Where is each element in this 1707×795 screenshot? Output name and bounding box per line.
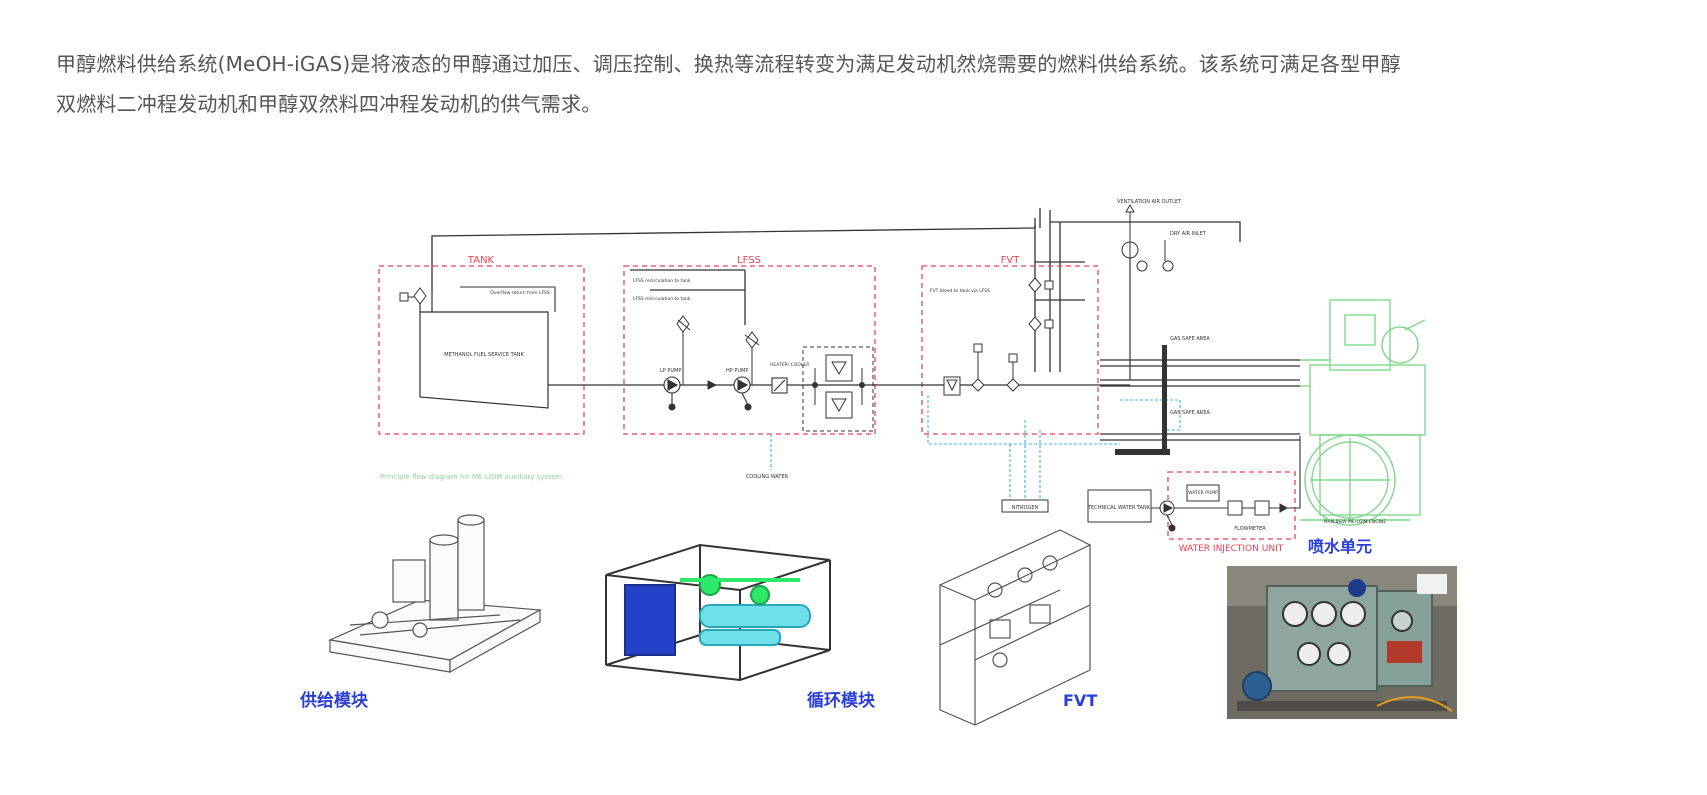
water-injection-line xyxy=(1151,436,1301,509)
hp-pump-icon xyxy=(733,376,752,411)
tank-label: METHANOL FUEL SERVICE TANK xyxy=(444,352,524,358)
zone-tank-label: TANK xyxy=(467,255,495,266)
fvt-filter-icon xyxy=(943,376,961,396)
ventilation-label: VENTILATION AIR OUTLET xyxy=(1117,199,1182,205)
double-wall-pipes xyxy=(1100,258,1300,441)
supply-module-label: 供给模块 xyxy=(299,690,369,711)
filter-group-box xyxy=(802,346,874,432)
gas-safe-label-1: GAS SAFE AREA xyxy=(1170,336,1210,342)
circulation-module-label: 循环模块 xyxy=(807,690,876,711)
zone-fvt-label: FVT xyxy=(1001,255,1021,266)
check-valve-icon xyxy=(707,380,718,390)
water-pump-icon xyxy=(1159,500,1176,532)
flowmeter-label: FLOWMETER xyxy=(1234,526,1266,532)
engine-label: MAN B&W ME-LGIM ENGINE xyxy=(1324,519,1387,525)
circulation-module-drawing xyxy=(605,543,831,682)
technical-water-tank-box xyxy=(1087,489,1152,523)
intro-line-2: 双燃料二冲程发动机和甲醇双然料四冲程发动机的供气需求。 xyxy=(56,92,602,116)
engine-drawing xyxy=(1300,299,1426,526)
cooling-water-label: COOLING WATER xyxy=(746,474,789,480)
dry-air-label: DRY AIR INLET xyxy=(1170,231,1207,237)
zone-water-injection-label: WATER INJECTION UNIT xyxy=(1179,544,1284,554)
hp-relief-valve-icon xyxy=(744,331,760,385)
lp-pump-icon xyxy=(663,376,681,411)
water-pump-box xyxy=(1186,484,1220,502)
water-injection-cn-label: 喷水单元 xyxy=(1308,537,1372,556)
filter-icon-2 xyxy=(825,391,853,419)
filter-icon-1 xyxy=(825,354,853,382)
intro-line-1: 甲醇燃料供给系统(MeOH-iGAS)是将液态的甲醇通过加压、调压控制、换热等流… xyxy=(56,52,1401,76)
intro-text: 甲醇燃料供给系统(MeOH-iGAS)是将液态的甲醇通过加压、调压控制、换热等流… xyxy=(56,44,1666,124)
lfss-recirc-label-2: LFSS recirculation to tank xyxy=(633,296,691,302)
heater-cooler-icon xyxy=(771,377,788,394)
gas-safe-label-2: GAS SAFE AREA xyxy=(1170,410,1210,416)
nitrogen-box xyxy=(1001,499,1049,513)
hp-pump-label: HP PUMP xyxy=(726,368,748,374)
fvt-module-label: FVT xyxy=(1063,691,1097,710)
fvt-bleed-label: FVT bleed to tank via LFSS xyxy=(930,288,990,294)
lp-pump-label: LP PUMP xyxy=(660,368,681,374)
bulkhead-wall xyxy=(1162,345,1167,455)
lfss-recirc-label: LFSS recirculation to tank xyxy=(633,278,691,284)
nitrogen-lines xyxy=(927,395,1181,500)
filter-valve-icons xyxy=(812,382,865,388)
bulkhead-floor xyxy=(1115,449,1170,455)
tank-valve-icon xyxy=(399,287,427,305)
return-lines xyxy=(431,208,1241,372)
diagram-caption: Principle flow diagram for ME-LGIM auxil… xyxy=(380,473,564,481)
water-injection-unit-photo xyxy=(1227,566,1457,719)
relief-valve-icon xyxy=(676,315,691,385)
technical-water-tank-label: TECHNICAL WATER TANK xyxy=(1087,505,1151,511)
overflow-label: Overflow return from LFSS xyxy=(490,290,549,296)
water-pump-label: WATER PUMP xyxy=(1188,490,1218,496)
fvt-module-drawing xyxy=(938,529,1092,726)
flowmeter-icons xyxy=(1227,500,1289,516)
heater-cooler-label: HEATER/ COOLER xyxy=(770,362,809,368)
supply-module-drawing xyxy=(327,514,543,674)
fvt-valves-icon xyxy=(971,277,1054,392)
fan-icon xyxy=(1121,203,1174,272)
methanol-tank-shape xyxy=(419,311,549,409)
zone-lfss-label: LFSS xyxy=(737,255,761,266)
nitrogen-label: NITROGEN xyxy=(1012,505,1039,511)
